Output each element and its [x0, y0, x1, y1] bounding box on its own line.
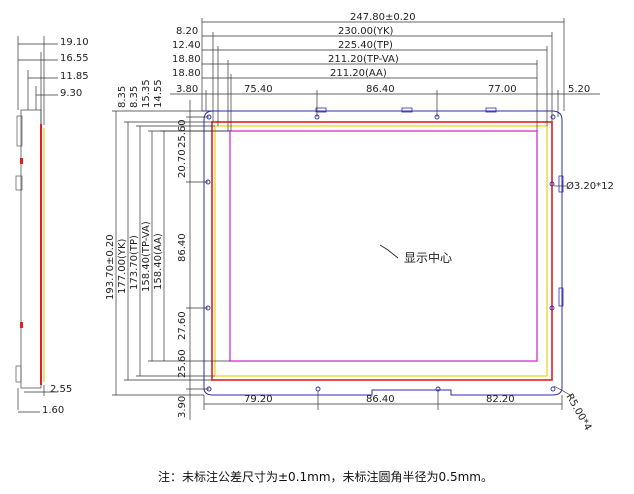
yellow-frame: [214, 125, 548, 377]
top-tab-left: [315, 107, 327, 113]
side-view: 19.10 16.55 11.85 9.30 2.55 1.60: [15, 36, 89, 416]
side-view-body: [20, 109, 42, 389]
side-dim-11-85: 11.85: [60, 71, 89, 82]
front-view: 显示中心: [202, 107, 564, 396]
top-dimensions: 247.80±0.20 230.00(YK) 225.40(TP) 211.20…: [170, 12, 600, 131]
dim-14-55: 14.55: [153, 79, 164, 108]
dim-corner-radius: R5.00*4: [563, 392, 593, 433]
dim-86-40-left: 86.40: [177, 233, 188, 262]
hole-right-2: [549, 305, 555, 311]
dim-27-60: 27.60: [177, 311, 188, 340]
dim-25-60-top: 25.60: [177, 119, 188, 148]
top-tab-mid: [401, 107, 413, 113]
side-dim-16-55: 16.55: [60, 53, 89, 64]
right-tab-bottom: [558, 287, 564, 307]
side-view-connector-3: [20, 322, 23, 328]
dim-8-35-a: 8.35: [117, 86, 128, 108]
dim-overall-height: 193.70±0.20: [105, 234, 116, 300]
dim-yk-height: 177.00(YK): [117, 238, 128, 294]
active-area: [229, 130, 538, 362]
dim-82-20: 82.20: [486, 394, 515, 405]
dim-8-35-b: 8.35: [129, 86, 140, 108]
dim-tp-va-height: 158.40(TP-VA): [141, 221, 152, 292]
bottom-dimensions: 79.20 86.40 82.20 R5.00*4: [203, 385, 593, 433]
dim-3-90: 3.90: [177, 396, 188, 418]
side-view-connector-1: [15, 175, 23, 191]
side-view-connector-2: [20, 158, 23, 164]
dim-tp-height: 173.70(TP): [129, 235, 140, 290]
hole-right-1: [549, 181, 555, 187]
side-dim-1-60: 1.60: [42, 405, 64, 416]
dim-tp-width: 225.40(TP): [338, 40, 393, 51]
dim-77-00: 77.00: [488, 84, 517, 95]
center-label: 显示中心: [404, 250, 452, 265]
dim-86-40-bottom: 86.40: [366, 394, 395, 405]
red-frame: [211, 121, 553, 381]
dim-yk-width: 230.00(YK): [338, 26, 394, 37]
dim-overall-width: 247.80±0.20: [350, 12, 416, 23]
dim-3-80: 3.80: [176, 84, 198, 95]
hole-bottom-4: [550, 386, 556, 392]
dim-86-40-top: 86.40: [366, 84, 395, 95]
side-view-fpc-top: [16, 115, 23, 147]
dim-25-60-bottom: 25.60: [177, 349, 188, 378]
dim-15-35: 15.35: [141, 79, 152, 108]
center-arrow: [379, 244, 399, 259]
side-dim-19-10: 19.10: [60, 37, 89, 48]
top-tab-right: [485, 107, 497, 113]
dim-8-20: 8.20: [176, 26, 198, 37]
dim-18-80-b: 18.80: [172, 68, 201, 79]
dim-12-40: 12.40: [172, 40, 201, 51]
dim-75-40: 75.40: [244, 84, 273, 95]
dim-tp-va-width: 211.20(TP-VA): [328, 54, 399, 65]
dim-5-20: 5.20: [568, 84, 590, 95]
hole-callout: Ø3.20*12: [554, 180, 614, 192]
drawing-note: 注：未标注公差尺寸为±0.1mm，未标注圆角半径为0.5mm。: [158, 470, 493, 484]
right-tab-top: [558, 175, 564, 193]
dim-20-70: 20.70: [177, 149, 188, 178]
dim-18-80-a: 18.80: [172, 54, 201, 65]
side-dim-2-55: 2.55: [50, 384, 72, 395]
side-dim-9-30: 9.30: [60, 88, 82, 99]
mounting-holes: [205, 114, 556, 392]
left-dimensions: 193.70±0.20 177.00(YK) 173.70(TP) 158.40…: [105, 79, 230, 420]
hole-label: Ø3.20*12: [566, 180, 614, 192]
dim-79-20: 79.20: [244, 394, 273, 405]
outer-outline: [202, 110, 563, 396]
side-view-connector-4: [15, 365, 22, 383]
hole-bottom-2: [315, 386, 321, 392]
dim-aa-height: 158.40(AA): [153, 233, 164, 290]
hole-top-4: [550, 114, 556, 120]
dim-aa-width: 211.20(AA): [330, 68, 387, 79]
